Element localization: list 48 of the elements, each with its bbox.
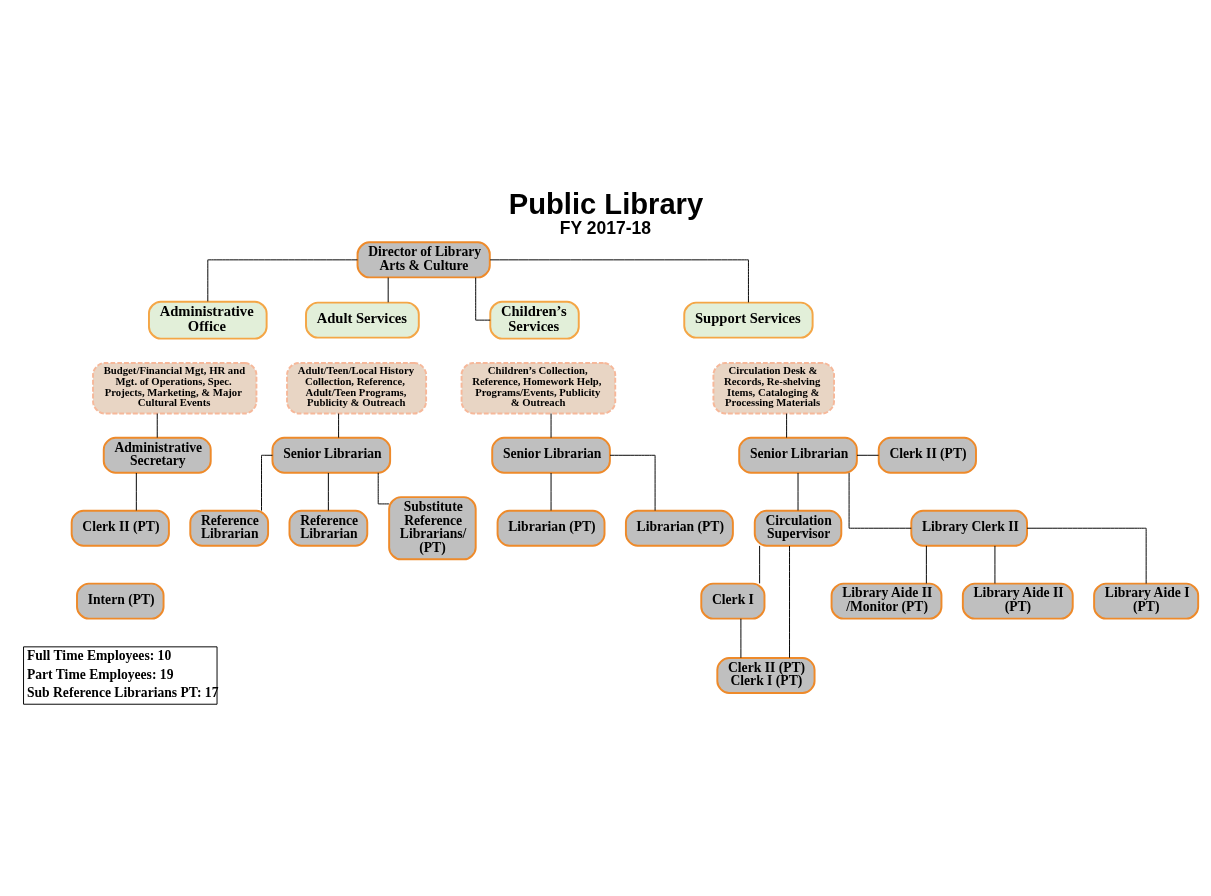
node-box: Clerk II (PT) bbox=[877, 436, 977, 474]
label: Part Time Employees: 19 bbox=[26, 666, 174, 682]
connector bbox=[156, 413, 158, 439]
node-box: Children’s Collection, Reference, Homework Help, Programs/Events, Publicity & Outreach bbox=[460, 361, 617, 415]
node-box: Support Services bbox=[683, 301, 814, 339]
node-box: Substitute Reference Librarians/ (PT) bbox=[388, 496, 477, 561]
node-box: Reference Librarian bbox=[189, 509, 270, 547]
node-box: Clerk II (PT) bbox=[70, 509, 170, 547]
node-box: Senior Librarian bbox=[491, 436, 611, 474]
node-box: Reference Librarian bbox=[288, 509, 369, 547]
node-box: Circulation Desk & Records, Re-shelving Items, Cataloging & Processing Materials bbox=[712, 361, 835, 415]
connector bbox=[327, 472, 329, 511]
node-box: Adult/Teen/Local History Collection, Reference, Adult/Teen Programs, Publicity & Outreach bbox=[286, 361, 428, 415]
connector bbox=[377, 472, 390, 505]
connector bbox=[489, 259, 749, 303]
node-box: Library Aide I (PT) bbox=[1093, 582, 1200, 620]
node-box: Administrative Secretary bbox=[102, 436, 212, 474]
connector bbox=[848, 472, 912, 529]
connector bbox=[609, 454, 656, 512]
node-box: Library Aide II (PT) bbox=[961, 582, 1074, 620]
node-box: Senior Librarian bbox=[271, 436, 392, 474]
connector bbox=[261, 454, 273, 512]
node-box: Library Aide II /Monitor (PT) bbox=[830, 582, 943, 620]
node-box: Budget/Financial Mgt, HR and Mgt. of Operations, Spec. Projects, Marketing, & Major Cultural Events bbox=[92, 361, 258, 415]
node-box: Library Clerk II bbox=[910, 509, 1028, 547]
node-box: Intern (PT) bbox=[76, 582, 165, 620]
connector bbox=[759, 545, 761, 584]
connector bbox=[786, 413, 788, 439]
node-box: Administrative Office bbox=[148, 300, 268, 340]
connector bbox=[1026, 527, 1147, 584]
connector bbox=[789, 545, 790, 659]
connector bbox=[207, 259, 358, 302]
node-box: Clerk I bbox=[700, 582, 766, 620]
label: Sub Reference Librarians PT: 17 bbox=[26, 685, 219, 701]
node-box: Librarian (PT) bbox=[496, 509, 606, 547]
connector bbox=[925, 545, 927, 584]
connector bbox=[387, 277, 389, 303]
node-box: Librarian (PT) bbox=[624, 509, 734, 547]
node-box: Adult Services bbox=[305, 301, 420, 339]
connector bbox=[338, 413, 340, 439]
node-box: Senior Librarian bbox=[738, 436, 858, 474]
node-box: Clerk II (PT) Clerk I (PT) bbox=[716, 657, 816, 694]
connector bbox=[135, 472, 137, 511]
node-box: Children’s Services bbox=[489, 300, 580, 340]
node-box: Director of Library Arts & Culture bbox=[356, 241, 491, 279]
connector bbox=[856, 454, 879, 456]
node-box: Circulation Supervisor bbox=[753, 509, 843, 547]
label: Full Time Employees: 10 bbox=[26, 648, 172, 664]
